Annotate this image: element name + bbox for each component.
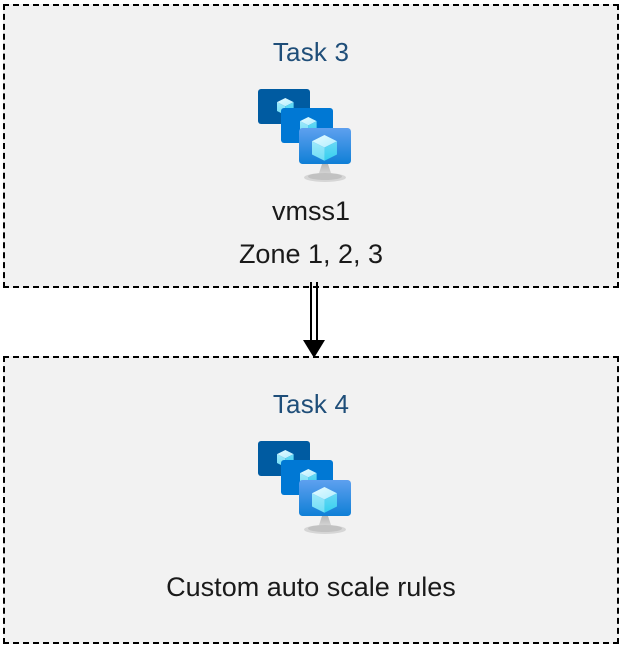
vm-scale-set-icon bbox=[250, 81, 372, 185]
task3-title: Task 3 bbox=[272, 37, 350, 67]
task3-caption-line-1: vmss1 bbox=[271, 196, 350, 226]
task-box-task3[interactable]: Task 3 bbox=[3, 4, 619, 288]
vm-scale-set-icon bbox=[250, 433, 372, 537]
task3-caption-line-2: Zone 1, 2, 3 bbox=[238, 239, 384, 269]
connector-arrow-task3-to-task4 bbox=[292, 282, 336, 360]
task-box-task4[interactable]: Task 4 bbox=[3, 356, 619, 644]
task4-caption-line-1: Custom auto scale rules bbox=[166, 572, 456, 602]
task4-title: Task 4 bbox=[272, 389, 350, 419]
